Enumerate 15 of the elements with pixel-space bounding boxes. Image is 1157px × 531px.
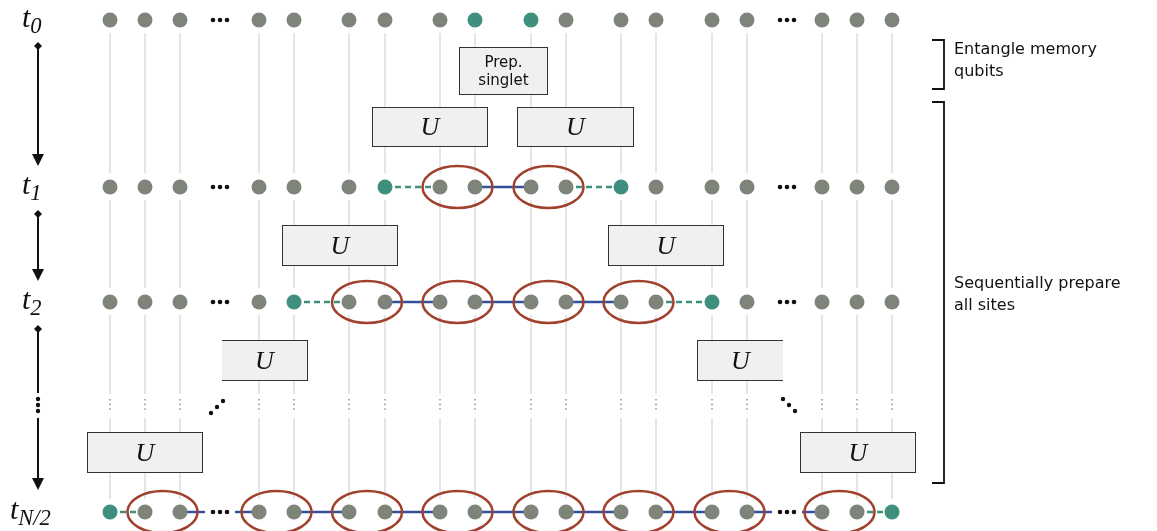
unitary-gate-box: U — [372, 107, 488, 147]
time-step-label: t$_{1}$ — [22, 169, 42, 199]
unitary-gate-box: U — [222, 340, 308, 381]
time-step-label: t$_{2}$ — [22, 284, 42, 314]
unitary-gate-box: U — [517, 107, 634, 147]
bracket-label: Entangle memory qubits — [954, 38, 1098, 82]
unitary-gate-box: U — [697, 340, 783, 381]
unitary-gate-box: U — [87, 432, 203, 473]
unitary-gate-box: U — [608, 225, 724, 266]
time-step-label: t$_{N/2}$ — [10, 494, 51, 524]
bracket-label: Sequentially prepare all sites — [954, 272, 1122, 316]
time-step-label: t$_{0}$ — [22, 2, 42, 32]
unitary-gate-box: U — [800, 432, 916, 473]
preparation-box: Prep. singlet — [459, 47, 548, 95]
unitary-gate-box: U — [282, 225, 398, 266]
